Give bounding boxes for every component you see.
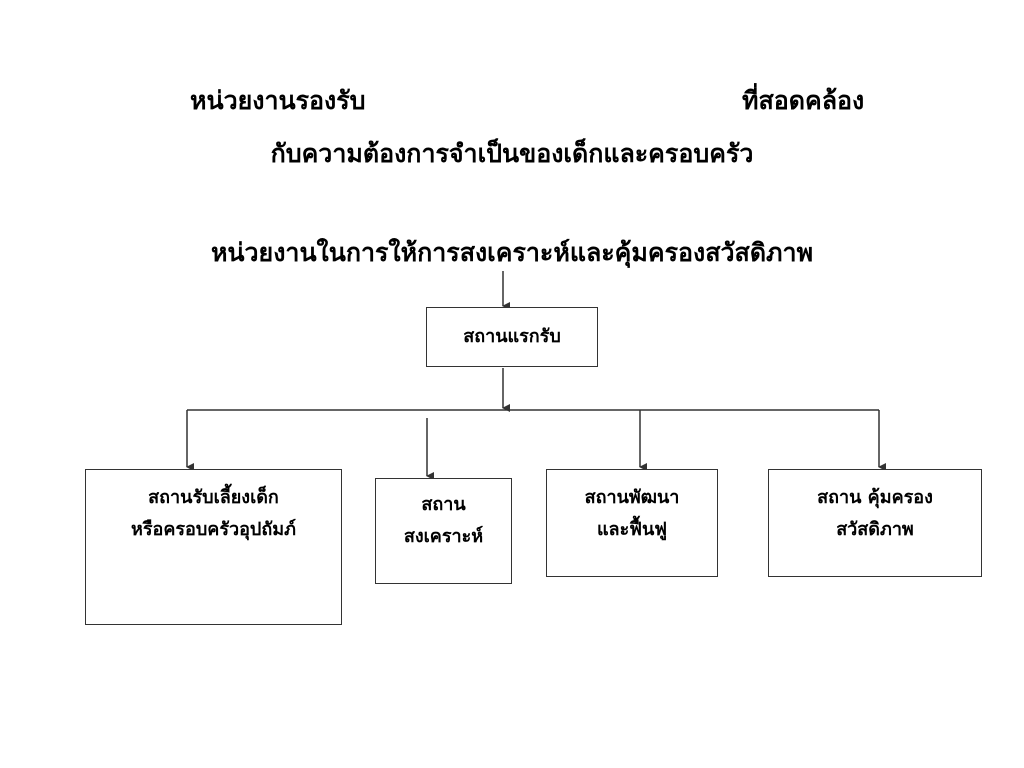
node-reception-center: สถานแรกรับ: [426, 307, 598, 367]
diagram-title: หน่วยงานในการให้การสงเคราะห์และคุ้มครองส…: [210, 238, 814, 267]
node-foster-care-line1: สถานรับเลี้ยงเด็ก: [148, 487, 279, 508]
title-line2: กับความต้องการจำเป็นของเด็กและครอบครัว: [270, 139, 754, 168]
node-reception-center-label: สถานแรกรับ: [463, 326, 561, 347]
node-development-rehab-line1: สถานพัฒนา: [584, 487, 680, 508]
node-development-rehab-line2: และฟื้นฟู: [596, 519, 668, 540]
node-welfare-home-line1: สถาน: [421, 494, 466, 515]
node-protection-center: สถาน คุ้มครอง สวัสดิภาพ: [768, 469, 982, 577]
node-welfare-home: สถาน สงเคราะห์: [375, 478, 512, 584]
node-protection-center-line1: สถาน คุ้มครอง: [817, 487, 933, 508]
title-line1-right: ที่สอดคล้อง: [742, 86, 865, 115]
title-line1-left: หน่วยงานรองรับ: [190, 86, 366, 115]
node-welfare-home-line2: สงเคราะห์: [403, 526, 484, 547]
node-protection-center-line2: สวัสดิภาพ: [836, 519, 914, 540]
node-development-rehab: สถานพัฒนา และฟื้นฟู: [546, 469, 718, 577]
node-foster-care: สถานรับเลี้ยงเด็ก หรือครอบครัวอุปถัมภ์: [85, 469, 342, 625]
node-foster-care-line2: หรือครอบครัวอุปถัมภ์: [131, 519, 296, 540]
